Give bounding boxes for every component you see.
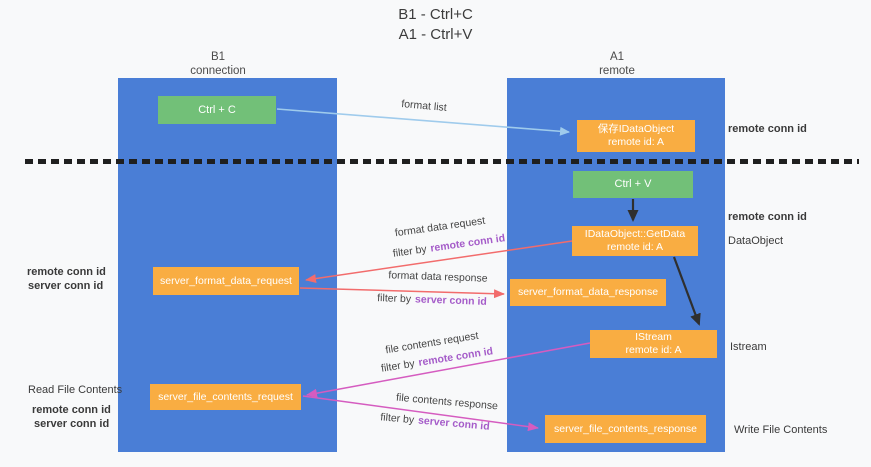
- server-file-contents-request-label: server_file_contents_request: [158, 390, 293, 403]
- write-file-contents-label: Write File Contents: [734, 424, 828, 436]
- lifeline-header-b1: B1 connection: [158, 50, 278, 78]
- server-conn-id-label-left-2: server conn id: [34, 418, 110, 430]
- read-file-contents-label: Read File Contents: [28, 384, 123, 396]
- server-file-contents-response-label: server_file_contents_response: [553, 422, 697, 435]
- remote-conn-id-label-right-mid: remote conn id: [728, 211, 807, 223]
- istream-line1: IStream: [635, 331, 672, 343]
- istream-line2: remote id: A: [625, 344, 682, 356]
- lifeline-b1-name: B1: [210, 51, 226, 63]
- diagram-title: B1 - Ctrl+C A1 - Ctrl+V: [0, 5, 871, 45]
- remote-conn-id-label-right-top: remote conn id: [728, 123, 807, 135]
- format-data-response-edge-label: format data response: [388, 269, 488, 285]
- idataobject-getdata-node: IDataObject::GetData remote id: A: [572, 226, 698, 256]
- lifeline-header-a1: A1 remote: [557, 50, 677, 78]
- server-file-contents-response-node: server_file_contents_response: [545, 415, 706, 443]
- remote-conn-id-key: remote conn id: [429, 232, 506, 255]
- server-format-data-response-label: server_format_data_response: [517, 286, 659, 298]
- server-conn-id-key: server conn id: [414, 293, 487, 308]
- server-conn-id-label-left-1: server conn id: [28, 280, 104, 292]
- filter-by-text: filter by: [380, 357, 416, 375]
- server-conn-id-key: server conn id: [417, 414, 491, 433]
- ctrl-c-node: Ctrl + C: [158, 96, 276, 124]
- ctrl-v-node: Ctrl + V: [573, 171, 693, 198]
- server-format-data-request-node: server_format_data_request: [153, 267, 299, 295]
- filter-by-text: filter by: [379, 411, 415, 427]
- server-format-data-response-node: server_format_data_response: [510, 279, 666, 306]
- lifeline-b1-subtitle: connection: [190, 65, 246, 77]
- dataobject-label: DataObject: [728, 235, 784, 247]
- section-divider-dashed-line: [25, 159, 859, 164]
- title-line-2: A1 - Ctrl+V: [398, 26, 473, 43]
- getdata-line1: IDataObject::GetData: [584, 228, 686, 240]
- lifeline-a1-subtitle: remote: [599, 65, 635, 77]
- ctrl-c-label: Ctrl + C: [198, 103, 236, 116]
- title-line-1: B1 - Ctrl+C: [398, 6, 473, 23]
- remote-conn-id-label-left-2: remote conn id: [32, 404, 111, 416]
- istream-margin-label: Istream: [730, 341, 767, 353]
- filter-by-text: filter by: [377, 292, 412, 306]
- file-contents-response-edge-label: file contents response: [395, 391, 499, 413]
- lifeline-a1-name: A1: [609, 51, 625, 63]
- filter-by-text: filter by: [392, 243, 428, 260]
- server-format-data-request-label: server_format_data_request: [160, 274, 292, 287]
- save-idataobject-node: 保存IDataObject remote id: A: [577, 120, 695, 152]
- istream-node: IStream remote id: A: [590, 330, 717, 358]
- server-file-contents-request-node: server_file_contents_request: [150, 384, 301, 410]
- format-list-edge-label: format list: [400, 98, 448, 114]
- ctrl-v-label: Ctrl + V: [614, 178, 652, 190]
- remote-conn-id-label-left-1: remote conn id: [27, 266, 106, 278]
- save-idataobject-line1: 保存IDataObject: [597, 123, 675, 135]
- getdata-line2: remote id: A: [606, 241, 664, 253]
- save-idataobject-line2: remote id: A: [607, 136, 665, 148]
